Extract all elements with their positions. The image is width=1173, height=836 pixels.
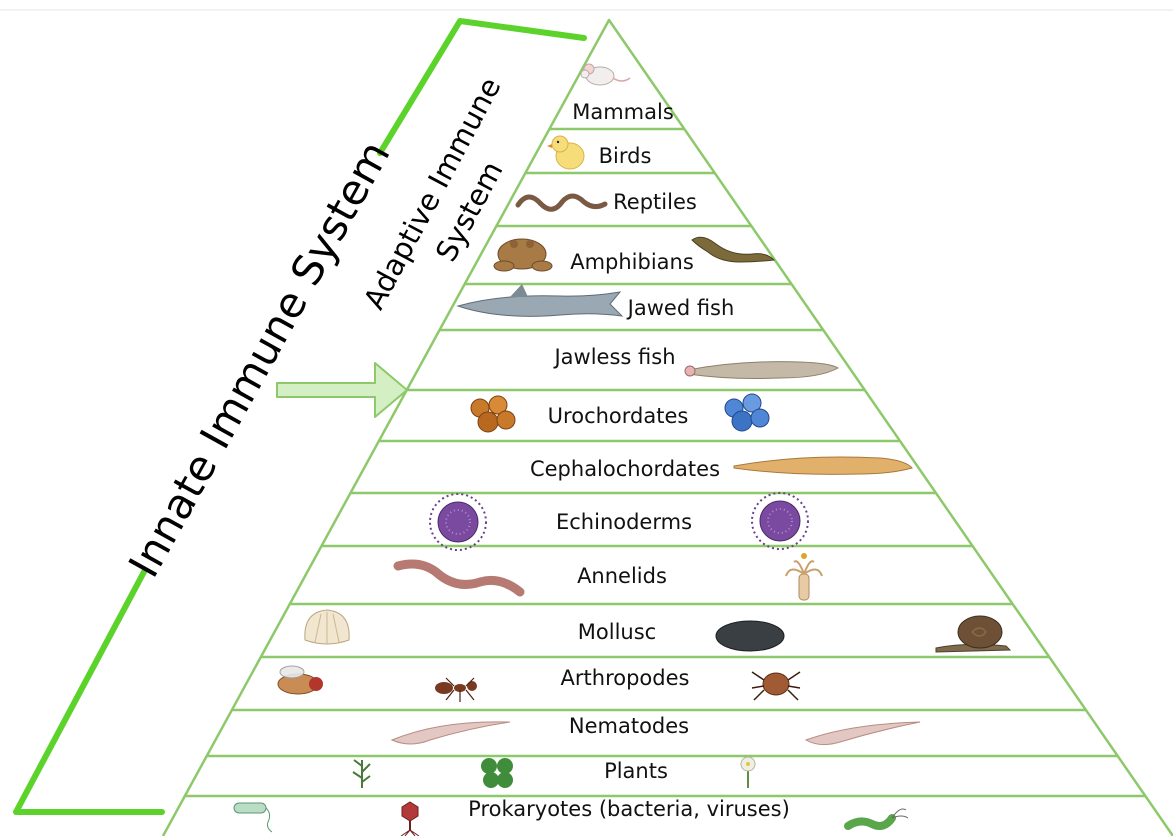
tube-worm-icon <box>786 553 822 600</box>
flower-icon <box>741 757 755 788</box>
sea-urchin-icon <box>430 494 486 550</box>
frog-icon <box>494 239 552 271</box>
lamprey-mouth-icon <box>685 366 695 376</box>
bacteriophage-icon <box>401 802 419 836</box>
ant-icon <box>435 678 477 702</box>
snail-icon <box>936 616 1010 652</box>
tier-labels: Mammals Birds Reptiles Amphibians Jawed … <box>468 100 790 821</box>
shark-icon <box>458 284 622 316</box>
tier-label-nematodes: Nematodes <box>569 714 689 738</box>
clover-icon <box>481 758 513 788</box>
adaptive-start-arrow <box>277 363 407 417</box>
tunicate-orange-icon <box>471 396 515 432</box>
bacterium-icon <box>234 803 272 832</box>
tier-label-arthropodes: Arthropodes <box>561 666 690 690</box>
tier-label-urochordates: Urochordates <box>548 404 689 428</box>
lamprey-icon <box>688 362 838 379</box>
sea-urchin-icon <box>752 493 808 549</box>
tier-label-jawless-fish: Jawless fish <box>552 345 675 369</box>
clam-icon <box>305 610 349 644</box>
nematode-icon <box>392 722 510 744</box>
tick-icon <box>752 672 800 700</box>
earthworm-icon <box>398 564 520 592</box>
chick-icon <box>547 136 584 169</box>
tier-label-amphibians: Amphibians <box>570 250 694 274</box>
tier-label-plants: Plants <box>604 759 668 783</box>
tier-label-birds: Birds <box>599 144 652 168</box>
snake-icon <box>518 196 605 209</box>
tier-label-mammals: Mammals <box>572 100 674 124</box>
mouse-icon <box>581 64 630 85</box>
nematode-icon <box>806 722 920 745</box>
tier-label-mollusc: Mollusc <box>578 620 656 644</box>
tier-label-prokaryotes: Prokaryotes (bacteria, viruses) <box>468 797 790 821</box>
helicobacter-icon <box>848 809 908 826</box>
tier-label-cephalochordates: Cephalochordates <box>530 457 720 481</box>
tier-label-echinoderms: Echinoderms <box>556 510 692 534</box>
tier-label-jawed-fish: Jawed fish <box>626 296 735 320</box>
tunicate-blue-icon <box>725 394 769 431</box>
tier-label-annelids: Annelids <box>577 564 667 588</box>
fly-icon <box>278 666 323 694</box>
innate-bracket-lower-line <box>16 570 162 812</box>
innate-immune-label: Innate Immune System <box>119 133 400 586</box>
mussel-icon <box>716 621 784 651</box>
adaptive-immune-label-group: Adaptive Immune System <box>357 72 510 315</box>
seaweed-icon <box>353 760 370 788</box>
lancelet-icon <box>734 457 912 474</box>
tier-label-reptiles: Reptiles <box>613 190 697 214</box>
